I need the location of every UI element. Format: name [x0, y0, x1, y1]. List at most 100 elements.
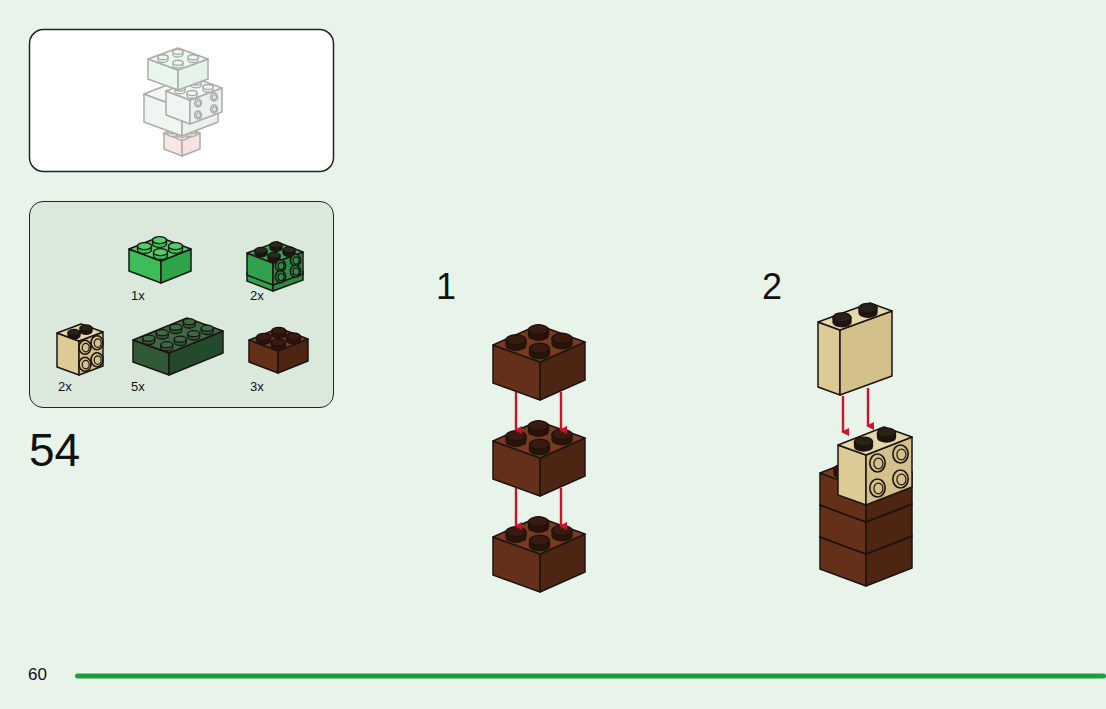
substep-number: 2	[762, 269, 782, 305]
preview-box	[30, 30, 334, 172]
side-stud	[290, 265, 300, 277]
stud	[143, 335, 155, 341]
stud	[552, 429, 572, 439]
stud	[174, 336, 186, 342]
side-stud	[91, 353, 103, 367]
parts-icons	[57, 237, 308, 375]
part-count: 2x	[250, 289, 264, 302]
brick-stroke	[169, 331, 223, 375]
stud	[68, 329, 80, 335]
stud	[203, 85, 213, 90]
stud	[529, 325, 549, 335]
side-stud	[293, 268, 299, 275]
step-two-bricks	[818, 303, 912, 586]
side-stud	[278, 262, 284, 269]
side-stud	[893, 470, 908, 488]
part-count: 3x	[250, 380, 264, 393]
stud	[530, 439, 550, 449]
side-stud	[897, 449, 906, 460]
brick-stroke	[493, 421, 585, 458]
stud	[272, 327, 286, 334]
stud	[506, 431, 526, 441]
substep-number: 1	[436, 269, 456, 305]
part-count: 1x	[131, 289, 145, 302]
side-stud	[94, 339, 101, 347]
stud	[833, 313, 851, 322]
stud	[201, 325, 213, 331]
red-arrow	[515, 488, 517, 526]
brick-stroke	[133, 318, 223, 353]
stud	[529, 517, 549, 527]
stud	[530, 535, 550, 545]
brick-stroke	[148, 48, 208, 70]
side-stud	[278, 273, 284, 280]
stud	[255, 247, 267, 253]
red-arrow	[867, 388, 869, 426]
part-count: 5x	[131, 380, 145, 393]
brick-stroke	[493, 517, 585, 554]
stud	[170, 324, 182, 330]
stud	[552, 525, 572, 535]
stud	[80, 325, 92, 331]
red-arrow	[842, 396, 844, 432]
red-arrow	[515, 392, 517, 430]
brick-stroke	[818, 303, 892, 330]
side-stud	[212, 95, 216, 100]
side-stud	[91, 336, 103, 350]
stud	[173, 60, 183, 65]
stud	[529, 421, 549, 431]
side-stud	[212, 107, 216, 112]
stud	[173, 49, 183, 54]
page-bar	[75, 674, 1106, 679]
brick-stroke	[129, 237, 191, 261]
side-stud	[196, 113, 200, 118]
side-stud	[893, 445, 908, 463]
parts-panel: 1x 2x 2x 5x 3x	[29, 201, 334, 408]
stud	[188, 331, 200, 337]
side-stud	[79, 357, 91, 371]
stud	[187, 91, 197, 96]
red-arrow	[560, 392, 562, 430]
side-stud	[211, 105, 218, 113]
red-arrow	[560, 488, 562, 526]
stud	[530, 343, 550, 353]
brick-stroke	[493, 325, 585, 362]
stud	[859, 303, 877, 312]
stud	[506, 527, 526, 537]
side-stud	[79, 340, 91, 354]
stud	[154, 249, 168, 256]
side-stud	[82, 343, 89, 351]
side-stud	[211, 93, 218, 101]
step-one-bricks	[493, 325, 585, 592]
stud	[506, 335, 526, 345]
page-number: 60	[28, 666, 47, 683]
side-stud	[293, 257, 299, 264]
stud	[271, 339, 285, 346]
side-stud	[897, 474, 906, 485]
preview-model	[144, 48, 222, 156]
stud	[552, 333, 572, 343]
stud	[188, 55, 198, 60]
stud	[878, 428, 896, 437]
side-stud	[870, 454, 885, 472]
stud	[270, 242, 282, 248]
stud	[161, 342, 173, 348]
side-stud	[196, 101, 200, 106]
side-stud	[870, 479, 885, 497]
step-number: 54	[29, 427, 80, 473]
stud	[257, 333, 271, 340]
side-stud	[874, 483, 883, 494]
brick-stroke	[818, 322, 840, 395]
stud	[283, 247, 295, 253]
stud	[286, 333, 300, 340]
brick-stroke	[249, 328, 308, 351]
stud	[158, 55, 168, 60]
stud	[138, 243, 152, 250]
stud	[156, 330, 168, 336]
part-count: 2x	[58, 380, 72, 393]
side-stud	[275, 271, 285, 283]
side-stud	[195, 99, 202, 107]
side-stud	[195, 111, 202, 119]
stud	[153, 237, 167, 244]
stud	[855, 437, 873, 446]
